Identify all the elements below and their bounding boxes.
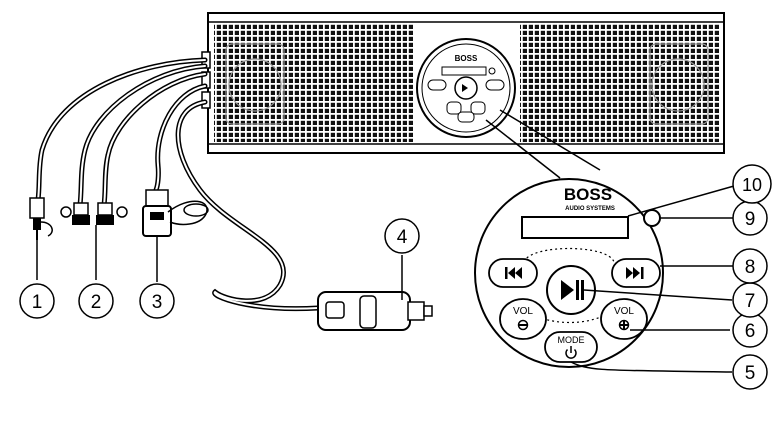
next-track-button[interactable] (611, 258, 661, 288)
display-screen (521, 216, 629, 239)
mode-power-button[interactable]: MODE (544, 331, 598, 363)
brand-logo: BOSS (564, 185, 612, 204)
callout-10: 10 (732, 164, 772, 204)
mini-control-panel: BOSS (416, 38, 516, 138)
callout-leaders (36, 185, 735, 373)
svg-text:7: 7 (745, 291, 756, 312)
svg-text:3: 3 (152, 292, 163, 313)
callout-2: 2 (78, 283, 114, 319)
plus-icon (618, 319, 630, 331)
mini-brand-logo: BOSS (455, 54, 478, 63)
next-track-icon (626, 267, 644, 279)
svg-text:8: 8 (745, 257, 756, 278)
brand-subtitle: AUDIO SYSTEMS (565, 206, 615, 212)
cable-bundle (35, 57, 321, 312)
svg-text:5: 5 (745, 363, 756, 384)
svg-text:6: 6 (745, 321, 756, 342)
callout-4: 4 (384, 218, 420, 254)
callout-5: 5 (732, 354, 768, 390)
callout-3: 3 (139, 283, 175, 319)
callout-7: 7 (732, 282, 768, 318)
callout-8: 8 (732, 248, 768, 284)
play-pause-button[interactable] (546, 265, 596, 315)
previous-track-button[interactable] (488, 258, 538, 288)
callout-9: 9 (732, 200, 768, 236)
volume-down-button[interactable]: VOL (499, 298, 547, 340)
callout-6: 6 (732, 312, 768, 348)
connector-usb (142, 189, 209, 237)
minus-icon (517, 319, 529, 331)
volume-down-label: VOL (513, 306, 533, 317)
volume-up-label: VOL (614, 306, 634, 317)
svg-text:1: 1 (32, 292, 43, 313)
svg-text:4: 4 (397, 227, 408, 248)
play-pause-icon (561, 280, 584, 300)
power-icon (565, 346, 577, 359)
mode-label: MODE (558, 335, 585, 345)
svg-text:9: 9 (745, 209, 756, 230)
svg-text:10: 10 (742, 175, 762, 195)
connector-power-plug (317, 291, 433, 331)
previous-track-icon (505, 267, 522, 279)
ir-sensor-icon (643, 209, 661, 227)
svg-text:2: 2 (91, 292, 102, 313)
volume-up-button[interactable]: VOL (600, 298, 648, 340)
control-panel-detail: BOSS AUDIO SYSTEMS (474, 178, 664, 368)
callout-1: 1 (19, 283, 55, 319)
connector-rca (60, 202, 128, 225)
connector-aux (29, 197, 53, 240)
